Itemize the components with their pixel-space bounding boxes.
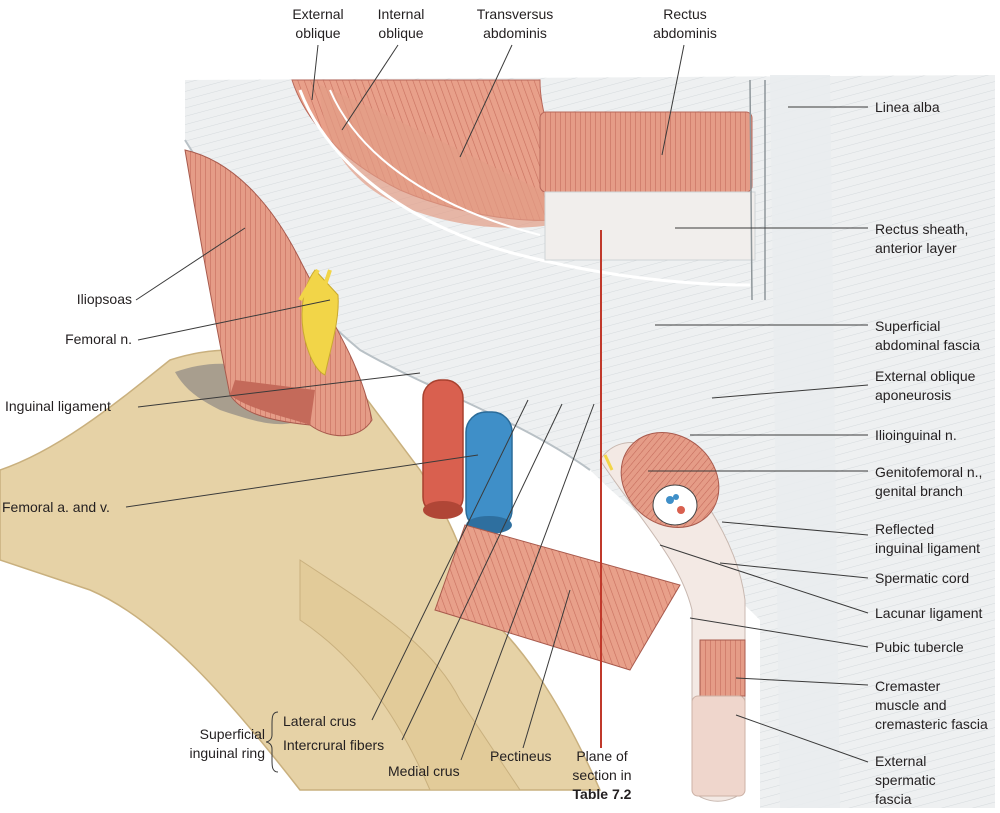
label-lateral-crus: Lateral crus xyxy=(283,713,357,729)
label-genitofemoral-n: Genitofemoral n.,genital branch xyxy=(875,464,983,499)
label-pectineus: Pectineus xyxy=(490,748,552,764)
label-pubic-tubercle: Pubic tubercle xyxy=(875,639,964,655)
cremaster-muscle xyxy=(699,639,746,697)
leader-lines xyxy=(125,44,869,763)
label-intercrural-fibers: Intercrural fibers xyxy=(283,737,385,753)
ilioinguinal-nerve xyxy=(603,454,614,471)
rectus-abdominis-muscle xyxy=(539,111,753,193)
label-iliopsoas: Iliopsoas xyxy=(76,291,132,307)
femoral-nerve xyxy=(301,269,339,376)
external-spermatic-fascia-tube xyxy=(691,695,746,797)
rectus-sheath-frame xyxy=(749,79,766,301)
label-lacunar-ligament: Lacunar ligament xyxy=(875,605,983,621)
label-femoral-n: Femoral n. xyxy=(65,331,132,347)
pectineus-muscle xyxy=(434,524,681,671)
label-ilioinguinal-n: Ilioinguinal n. xyxy=(875,427,957,443)
label-inguinal-ligament: Inguinal ligament xyxy=(5,398,111,414)
label-femoral-a-v: Femoral a. and v. xyxy=(2,499,110,515)
label-rectus-sheath: Rectus sheath,anterior layer xyxy=(875,221,969,256)
label-spermatic-cord: Spermatic cord xyxy=(875,570,970,586)
linea-alba-band xyxy=(770,75,840,808)
ischium xyxy=(299,559,521,791)
label-linea-alba: Linea alba xyxy=(875,99,940,115)
oblique-edge-lines xyxy=(298,89,751,287)
femoral-artery xyxy=(422,379,464,516)
ring-bracket xyxy=(265,711,279,773)
plane-of-section-ref: Table 7.2 xyxy=(572,786,632,802)
rectus-sheath-anterior xyxy=(544,191,756,261)
label-medial-crus: Medial crus xyxy=(388,763,460,779)
